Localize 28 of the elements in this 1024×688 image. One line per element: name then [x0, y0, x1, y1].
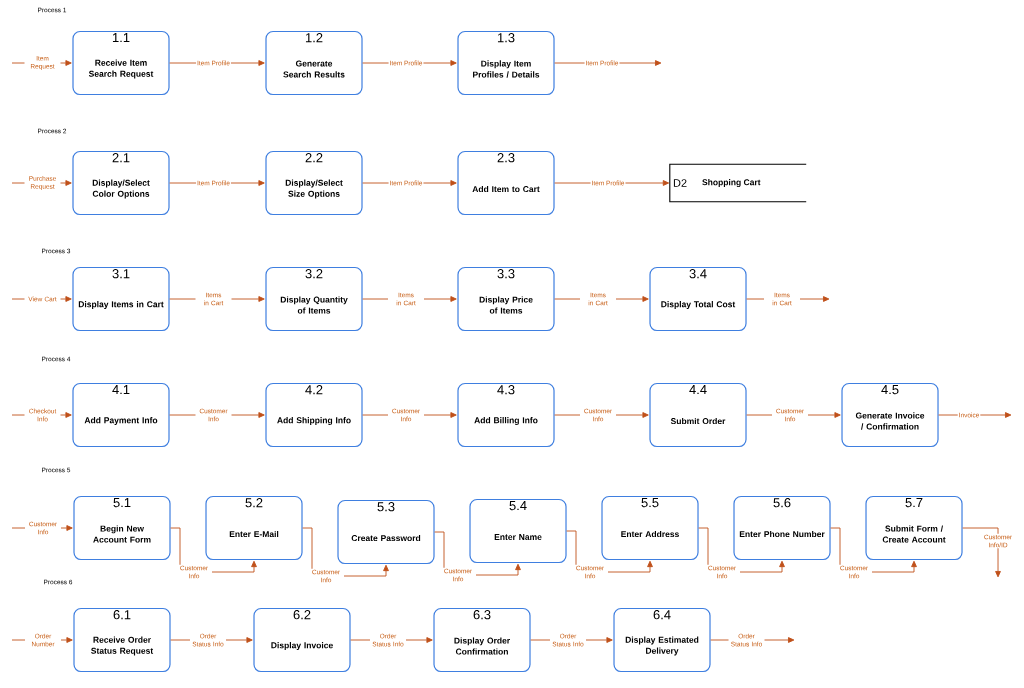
process-box: 4.4 Submit Order [649, 382, 747, 448]
process-box: 4.5 Generate Invoice / Confirmation [841, 382, 939, 448]
process-box: 6.1 Receive Order Status Request [73, 607, 171, 673]
process-box: 5.1 Begin New Account Form [73, 495, 171, 561]
process-box: 5.6 Enter Phone Number [733, 495, 831, 561]
process-box: 6.2 Display Invoice [253, 607, 351, 673]
data-store: D2 Shopping Cart [669, 163, 807, 203]
process-box: 5.7 Submit Form / Create Account [865, 495, 963, 561]
process-box: 3.1 Display Items in Cart [72, 266, 170, 332]
process-box: 5.5 Enter Address [601, 495, 699, 561]
process-box: 5.2 Enter E-Mail [205, 495, 303, 561]
process-box: 3.3 Display Price of Items [457, 266, 555, 332]
process-box: 2.1 Display/Select Color Options [72, 150, 170, 216]
process-box: 3.2 Display Quantity of Items [265, 266, 363, 332]
process-box: 6.4 Display Estimated Delivery [613, 607, 711, 673]
arrow [938, 412, 1012, 418]
process-box: 5.4 Enter Name [469, 498, 567, 564]
process-box: 4.3 Add Billing Info [457, 382, 555, 448]
process-box: 3.4 Display Total Cost [649, 266, 747, 332]
process-box: 1.1 Receive Item Search Request [72, 30, 170, 96]
process-box: 1.3 Display Item Profiles / Details [457, 30, 555, 96]
process-box: 2.2 Display/Select Size Options [265, 150, 363, 216]
process-box: 5.3 Create Password [337, 499, 435, 565]
process-box: 4.1 Add Payment Info [72, 382, 170, 448]
process-box: 2.3 Add Item to Cart [457, 150, 555, 216]
process-box: 6.3 Display Order Confirmation [433, 607, 531, 673]
process-box: 4.2 Add Shipping Info [265, 382, 363, 448]
process-box: 1.2 Generate Search Results [265, 30, 363, 96]
